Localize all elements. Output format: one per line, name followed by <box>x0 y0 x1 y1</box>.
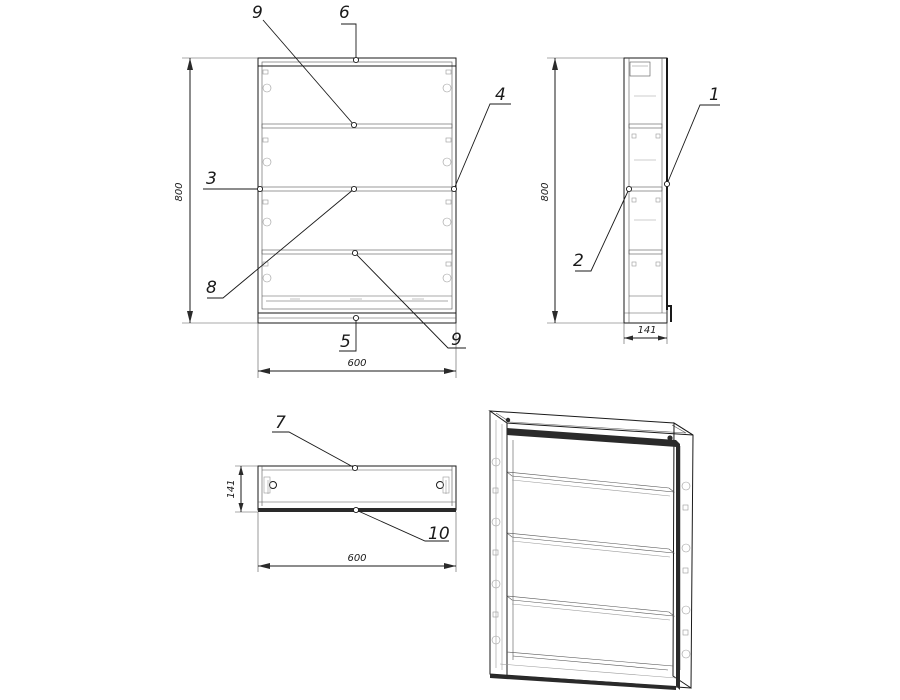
front-height-dimension: 800 <box>174 182 185 201</box>
callout-1: 1 <box>709 85 720 105</box>
side-depth-dimension: 141 <box>637 325 656 336</box>
callout-3: 3 <box>206 169 217 189</box>
front-view: 800 600 9 6 4 3 8 9 5 <box>174 3 511 378</box>
callout-8: 8 <box>206 278 217 298</box>
callout-9-top: 9 <box>252 3 263 23</box>
callout-10: 10 <box>428 524 450 544</box>
callout-5: 5 <box>340 332 351 352</box>
side-height-dimension: 800 <box>540 182 551 201</box>
callout-9-bottom: 9 <box>451 330 462 350</box>
callout-6: 6 <box>339 3 350 23</box>
top-width-dimension: 600 <box>347 553 366 564</box>
front-width-dimension: 600 <box>347 358 366 369</box>
callout-2: 2 <box>573 251 584 271</box>
top-depth-dimension: 141 <box>226 479 237 498</box>
top-view: 141 600 7 10 <box>226 413 457 572</box>
callout-7: 7 <box>275 413 286 433</box>
side-view: 800 141 1 2 <box>540 57 720 344</box>
callout-4: 4 <box>495 85 506 105</box>
isometric-view <box>488 410 694 690</box>
